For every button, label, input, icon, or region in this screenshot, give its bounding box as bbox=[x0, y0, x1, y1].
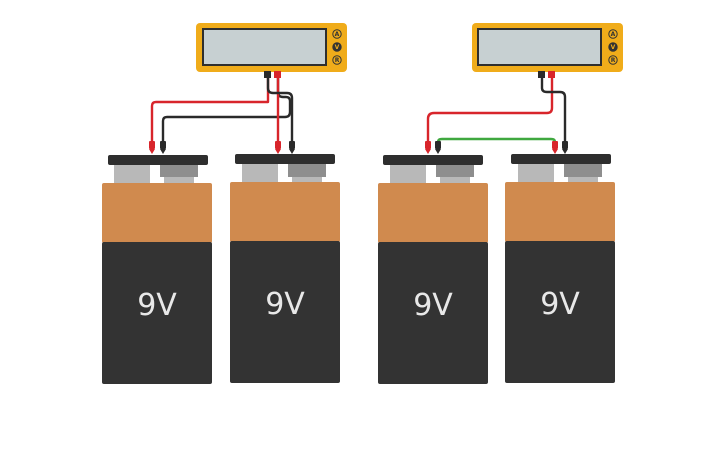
battery-left-1[interactable]: 9V bbox=[102, 155, 212, 384]
svg-text:V: V bbox=[335, 44, 340, 51]
battery-wrapper-bottom bbox=[230, 241, 340, 383]
battery-label: 9V bbox=[413, 288, 453, 323]
battery-terminal-cap bbox=[114, 163, 150, 185]
battery-wrapper-top bbox=[378, 183, 488, 243]
multimeter-right-screen bbox=[479, 30, 600, 64]
probe-tip-right-b1-red[interactable] bbox=[425, 141, 431, 154]
svg-text:A: A bbox=[335, 31, 340, 38]
battery-cap-bar bbox=[108, 155, 208, 165]
battery-terminal-cap bbox=[160, 163, 198, 177]
multimeter-left-button-v[interactable]: V bbox=[332, 42, 342, 52]
svg-text:R: R bbox=[335, 57, 340, 64]
battery-wrapper-bottom bbox=[102, 242, 212, 384]
multimeter-left-plus-port[interactable] bbox=[274, 71, 281, 78]
multimeter-right-button-r[interactable]: R bbox=[608, 55, 618, 65]
svg-text:A: A bbox=[611, 31, 616, 38]
multimeter-left-button-a[interactable]: A bbox=[332, 29, 342, 39]
battery-terminal-cap bbox=[390, 163, 426, 185]
battery-right-1[interactable]: 9V bbox=[378, 155, 488, 384]
battery-label: 9V bbox=[540, 287, 580, 322]
svg-text:V: V bbox=[611, 44, 616, 51]
battery-label: 9V bbox=[265, 287, 305, 322]
battery-terminal-cap bbox=[242, 163, 278, 185]
probe-tip-right-b1-black[interactable] bbox=[435, 141, 441, 154]
multimeter-right-com-port[interactable] bbox=[538, 71, 545, 78]
left-black-wire-to-battery-1[interactable] bbox=[161, 76, 292, 152]
battery-wrapper-bottom bbox=[505, 241, 615, 383]
probe-tips bbox=[149, 141, 568, 154]
right-green-series-wire[interactable] bbox=[436, 137, 557, 152]
battery-terminal-cap bbox=[518, 163, 554, 185]
probe-tip-right-b2-black[interactable] bbox=[562, 141, 568, 154]
battery-terminal-cap bbox=[436, 163, 474, 177]
multimeter-left-com-port[interactable] bbox=[264, 71, 271, 78]
multimeter-left-button-r[interactable]: R bbox=[332, 55, 342, 65]
svg-text:R: R bbox=[611, 57, 616, 64]
multimeter-left-screen bbox=[204, 30, 325, 64]
battery-wrapper-top bbox=[505, 182, 615, 242]
multimeter-right-button-v[interactable]: V bbox=[608, 42, 618, 52]
left-black-wire-to-battery-2[interactable] bbox=[266, 76, 294, 152]
right-black-wire[interactable] bbox=[540, 76, 567, 152]
probe-tip-right-b2-red[interactable] bbox=[552, 141, 558, 154]
probe-tip-left-b1-red[interactable] bbox=[149, 141, 155, 154]
battery-wrapper-top bbox=[230, 182, 340, 242]
battery-cap-bar bbox=[511, 154, 611, 164]
multimeter-right-button-a[interactable]: A bbox=[608, 29, 618, 39]
probe-tip-left-b2-red[interactable] bbox=[275, 141, 281, 154]
battery-terminal-cap bbox=[564, 163, 602, 177]
left-red-wire-to-battery-1[interactable] bbox=[150, 76, 270, 152]
wires bbox=[150, 76, 567, 152]
battery-wrapper-top bbox=[102, 183, 212, 243]
battery-cap-bar bbox=[235, 154, 335, 164]
battery-label: 9V bbox=[137, 288, 177, 323]
multimeter-right-plus-port[interactable] bbox=[548, 71, 555, 78]
battery-terminal-cap bbox=[288, 163, 326, 177]
battery-wrapper-bottom bbox=[378, 242, 488, 384]
right-red-wire[interactable] bbox=[426, 76, 554, 152]
probe-tip-left-b2-black[interactable] bbox=[289, 141, 295, 154]
battery-right-2[interactable]: 9V bbox=[505, 154, 615, 383]
multimeter-right[interactable]: A V R bbox=[472, 23, 623, 78]
battery-left-2[interactable]: 9V bbox=[230, 154, 340, 383]
multimeter-left[interactable]: A V R bbox=[196, 23, 347, 78]
battery-cap-bar bbox=[383, 155, 483, 165]
probe-tip-left-b1-black[interactable] bbox=[160, 141, 166, 154]
